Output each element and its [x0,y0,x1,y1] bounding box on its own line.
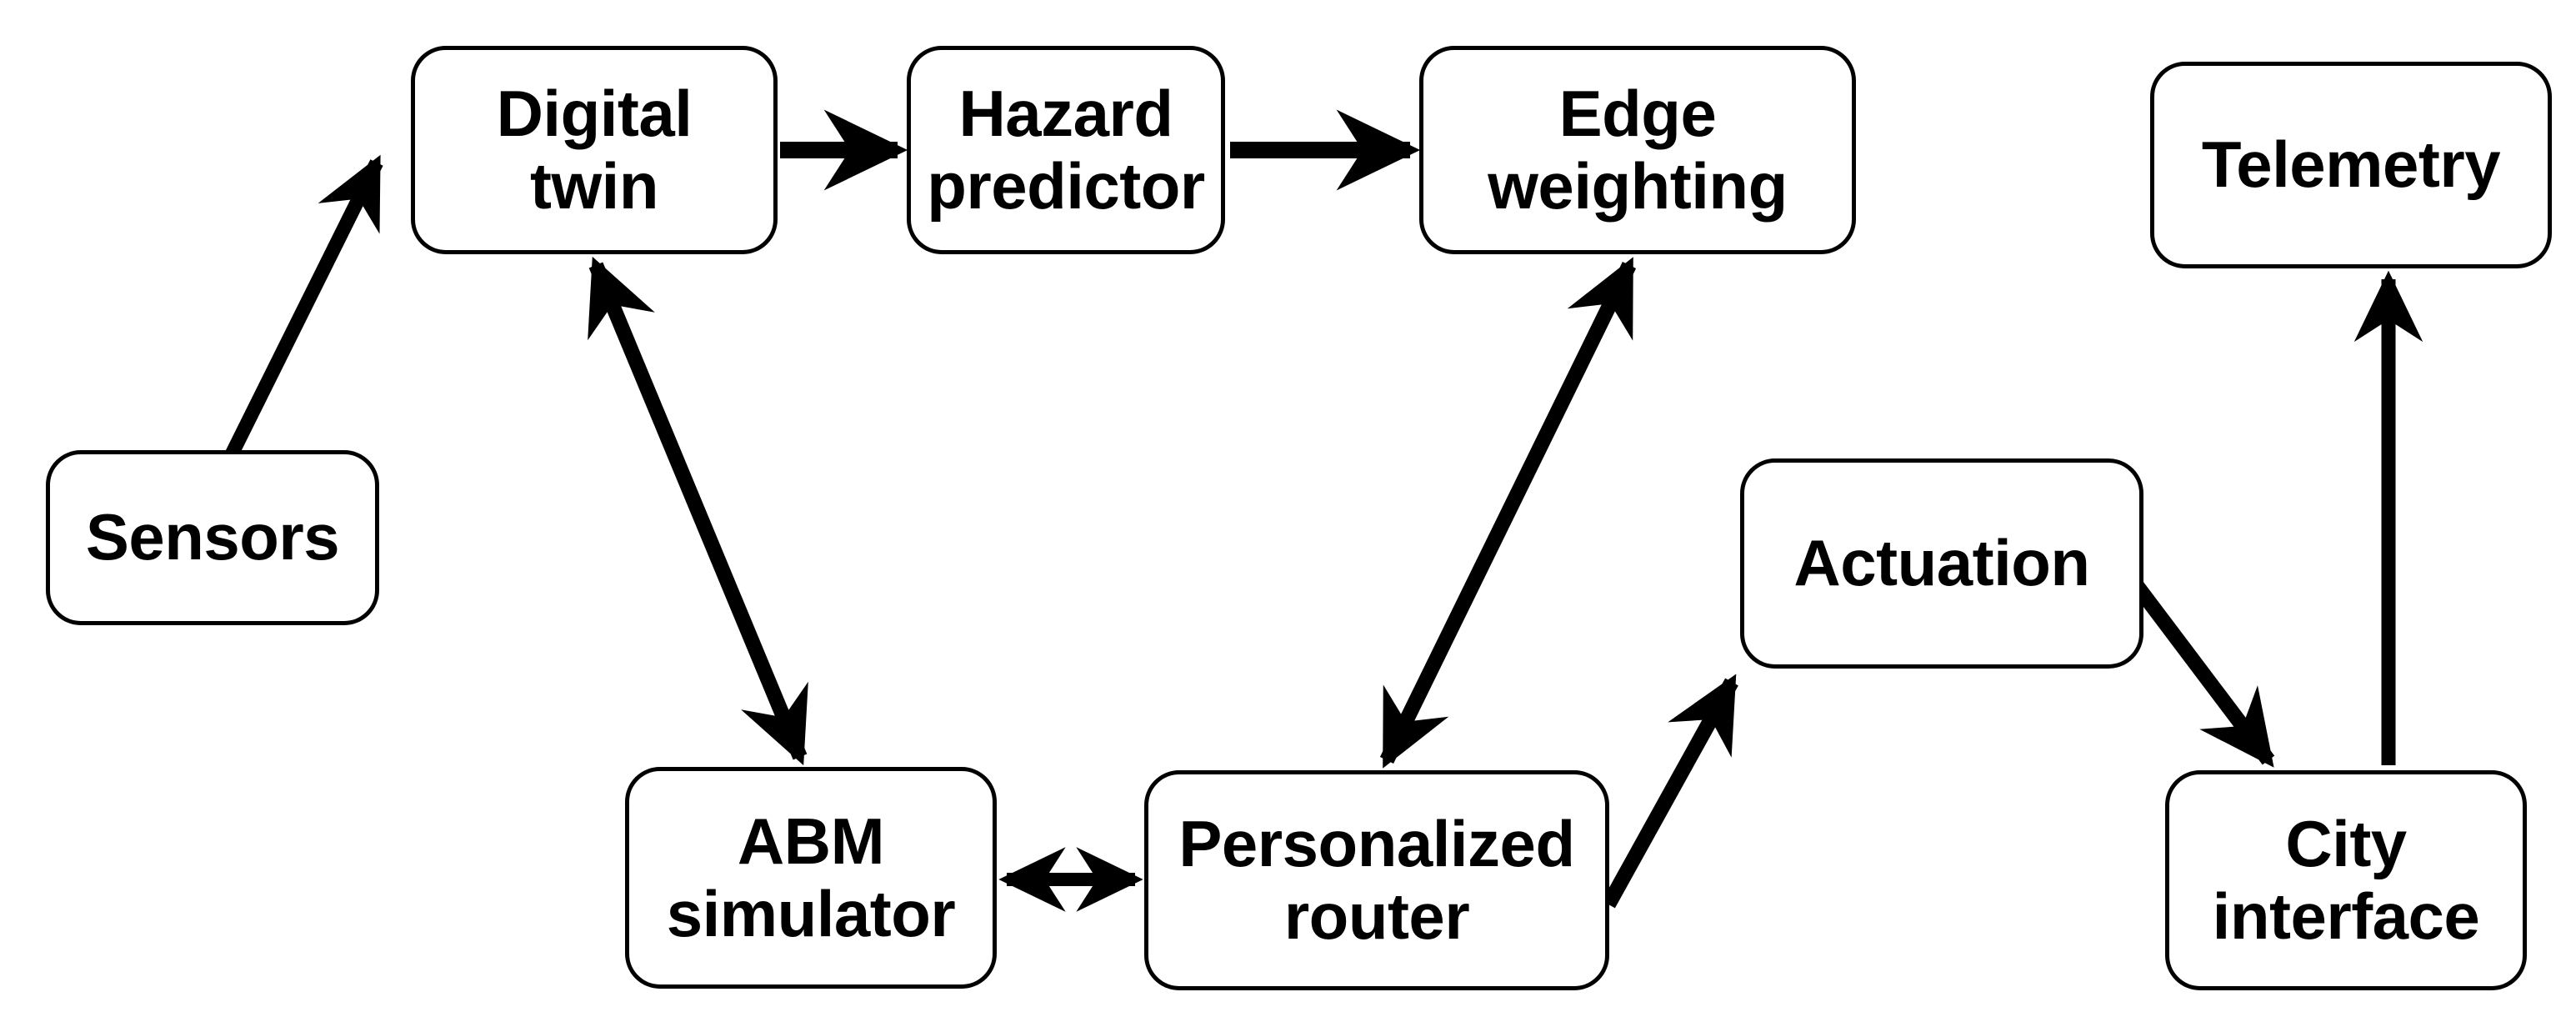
node-edge-weighting[interactable]: Edge weighting [1419,46,1856,254]
node-abm-simulator-label: ABM simulator [666,804,956,950]
node-personalized-router[interactable]: Personalized router [1144,770,1609,990]
node-digital-twin-label: Digital twin [496,76,693,223]
node-city-interface[interactable]: City interface [2165,770,2527,990]
edge-sensors-to-digital-twin [225,154,383,458]
node-digital-twin[interactable]: Digital twin [411,46,778,254]
node-actuation[interactable]: Actuation [1740,458,2143,669]
node-sensors-label: Sensors [85,500,340,574]
node-sensors[interactable]: Sensors [46,450,379,625]
node-telemetry-label: Telemetry [2201,128,2501,202]
node-hazard-predictor[interactable]: Hazard predictor [907,46,1225,254]
node-actuation-label: Actuation [1793,526,2090,600]
node-edge-weighting-label: Edge weighting [1488,76,1788,223]
node-personalized-router-label: Personalized router [1178,806,1575,953]
edge-personalized-router-to-actuation [1602,674,1738,909]
edge-personalized-router-to-edge-weighting [1379,257,1637,769]
node-abm-simulator[interactable]: ABM simulator [625,767,997,989]
node-telemetry[interactable]: Telemetry [2150,62,2552,268]
node-hazard-predictor-label: Hazard predictor [927,76,1205,223]
edge-digital-twin-to-abm-simulator [588,256,808,766]
node-city-interface-label: City interface [2212,806,2480,953]
